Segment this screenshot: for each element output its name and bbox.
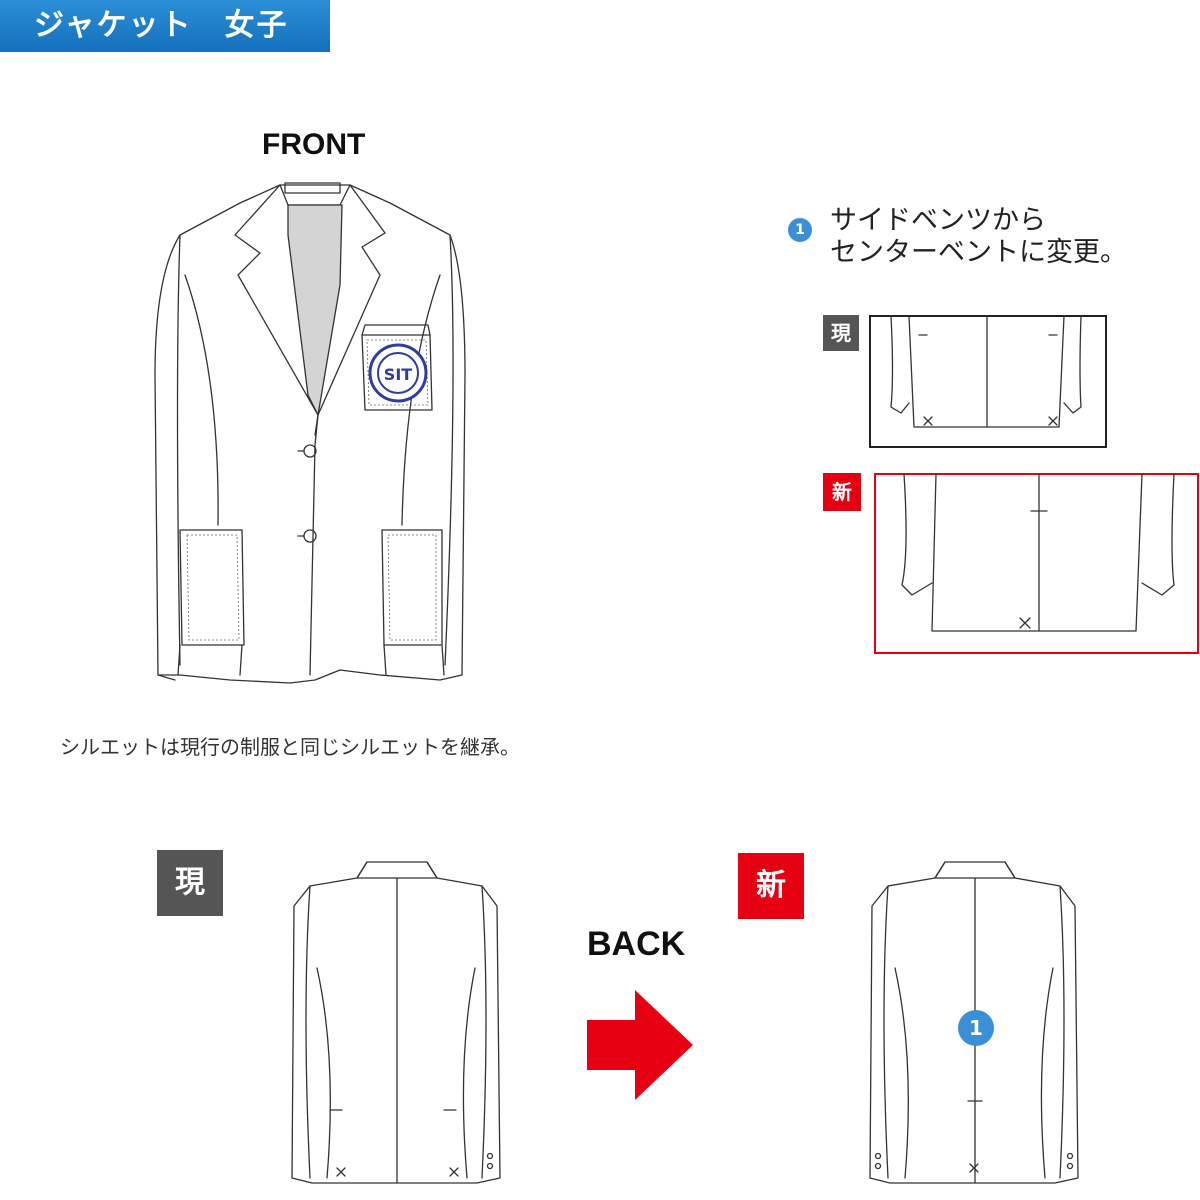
back-label: BACK	[587, 925, 686, 963]
current-vent-detail	[869, 315, 1107, 448]
change-note: サイドベンツから センターベントに変更。	[830, 205, 1127, 269]
back-vent-marker: 1	[958, 1010, 994, 1046]
header-banner: ジャケット 女子	[0, 0, 330, 52]
new-tag-small: 新	[823, 473, 861, 511]
front-label: FRONT	[262, 128, 366, 161]
svg-text:SIT: SIT	[384, 365, 412, 384]
right-arrow-icon	[587, 990, 693, 1100]
current-back-jacket	[291, 861, 501, 1184]
new-back-jacket	[869, 861, 1079, 1184]
current-tag-small: 現	[823, 315, 859, 351]
new-vent-detail	[874, 473, 1199, 654]
front-jacket-drawing: SIT	[154, 182, 466, 684]
new-tag-large: 新	[738, 853, 804, 919]
emblem-icon: SIT	[368, 343, 428, 403]
change-note-line2: センターベントに変更。	[830, 237, 1127, 268]
change-number-badge: 1	[788, 218, 812, 242]
silhouette-note: シルエットは現行の制服と同じシルエットを継承。	[60, 735, 520, 759]
change-note-line1: サイドベンツから	[830, 205, 1046, 236]
current-tag-large: 現	[157, 850, 223, 916]
